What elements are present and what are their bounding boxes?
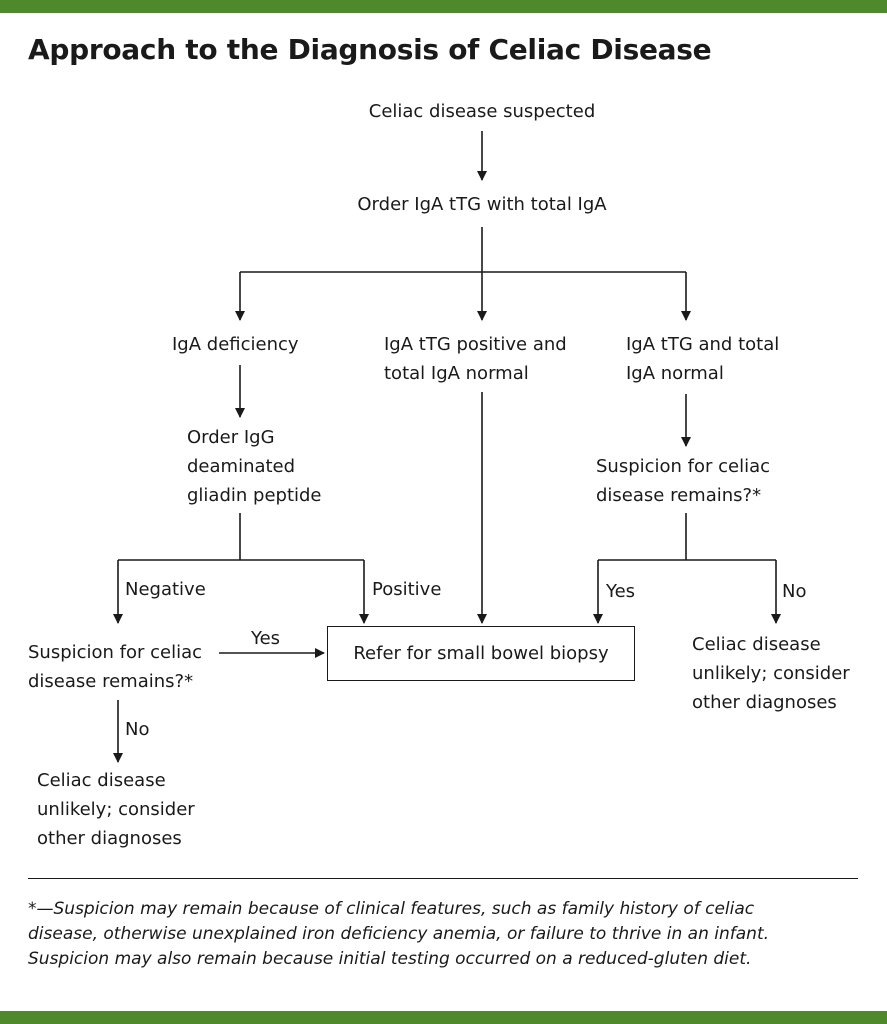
- diagram-title: Approach to the Diagnosis of Celiac Dise…: [28, 33, 712, 66]
- node-text-line: disease remains?*: [28, 671, 194, 692]
- node-text-line: gliadin peptide: [187, 485, 322, 506]
- node-suspicion-remains-right: Suspicion for celiac disease remains?*: [596, 452, 770, 510]
- bottom-accent-bar: [0, 1011, 887, 1024]
- footnote-line: disease, otherwise unexplained iron defi…: [28, 924, 770, 944]
- node-text-line: IgA normal: [626, 363, 724, 384]
- node-text: IgA deficiency: [172, 334, 299, 355]
- edge-label-positive: Positive: [372, 579, 442, 600]
- footnote: *—Suspicion may remain because of clinic…: [28, 897, 860, 972]
- node-tTG-positive-total-normal: IgA tTG positive and total IgA normal: [384, 330, 567, 388]
- node-text: Refer for small bowel biopsy: [353, 643, 609, 664]
- node-text-line: unlikely; consider: [692, 663, 850, 684]
- node-text-line: Suspicion for celiac: [28, 642, 203, 663]
- footnote-line: *—Suspicion may remain because of clinic…: [28, 899, 755, 919]
- footnote-divider: [28, 878, 858, 879]
- node-text-line: other diagnoses: [692, 692, 837, 713]
- node-celiac-suspected: Celiac disease suspected: [332, 97, 632, 126]
- node-text-line: IgA tTG positive and: [384, 334, 567, 355]
- node-iga-deficiency: IgA deficiency: [172, 330, 299, 359]
- node-unlikely-left: Celiac disease unlikely; consider other …: [37, 766, 195, 853]
- node-text: Order IgA tTG with total IgA: [357, 194, 607, 215]
- node-order-igg-dgp: Order IgG deaminated gliadin peptide: [187, 423, 322, 510]
- node-text-line: deaminated: [187, 456, 296, 477]
- node-text-line: unlikely; consider: [37, 799, 195, 820]
- node-text-line: Suspicion for celiac: [596, 456, 771, 477]
- node-text-line: disease remains?*: [596, 485, 762, 506]
- node-refer-biopsy: Refer for small bowel biopsy: [327, 626, 635, 681]
- edge-label-no-right: No: [782, 581, 807, 602]
- node-unlikely-right: Celiac disease unlikely; consider other …: [692, 630, 850, 717]
- node-text-line: other diagnoses: [37, 828, 182, 849]
- node-text: Celiac disease suspected: [368, 101, 596, 122]
- node-suspicion-remains-left: Suspicion for celiac disease remains?*: [28, 638, 202, 696]
- node-order-tests: Order IgA tTG with total IgA: [302, 190, 662, 219]
- edge-label-negative: Negative: [125, 579, 206, 600]
- edge-label-yes-right: Yes: [606, 581, 636, 602]
- node-tTG-and-total-normal: IgA tTG and total IgA normal: [626, 330, 779, 388]
- edge-label-no-left: No: [125, 719, 150, 740]
- edge-label-yes-left: Yes: [251, 628, 281, 649]
- footnote-line: Suspicion may also remain because initia…: [28, 949, 752, 969]
- top-accent-bar: [0, 0, 887, 13]
- node-text-line: IgA tTG and total: [626, 334, 780, 355]
- node-text-line: Celiac disease: [37, 770, 166, 791]
- node-text-line: total IgA normal: [384, 363, 529, 384]
- node-text-line: Order IgG: [187, 427, 275, 448]
- node-text-line: Celiac disease: [692, 634, 821, 655]
